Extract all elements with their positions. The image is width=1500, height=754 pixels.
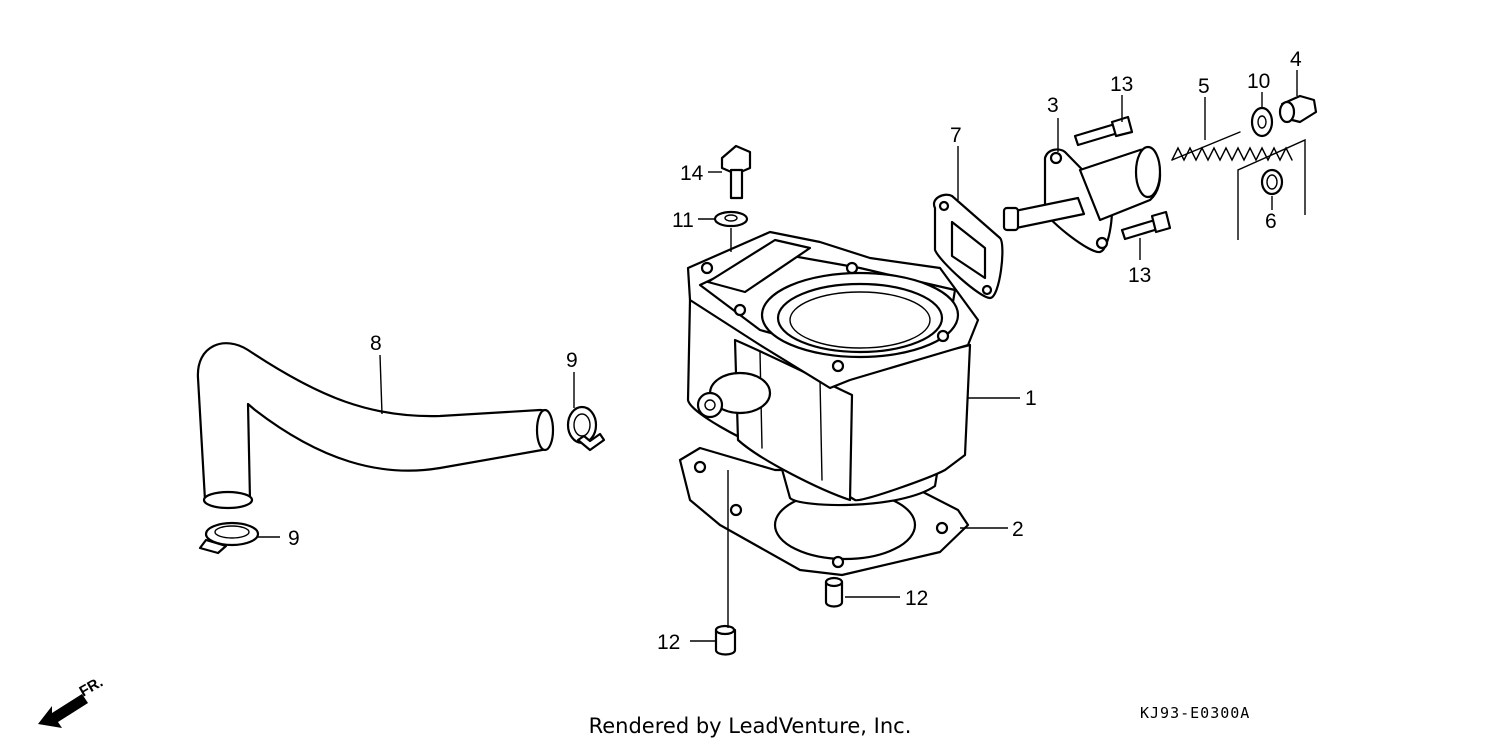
callout-9-upper: 9 [566,349,578,372]
callout-1: 1 [1025,387,1037,410]
callout-8: 8 [370,332,382,355]
bolt-washer[interactable] [713,210,749,228]
diagram-reference-code: KJ93-E0300A [1140,704,1251,722]
front-arrow-icon [38,694,88,728]
callout-10: 10 [1247,70,1270,93]
tensioner-bolt-upper[interactable] [1073,115,1134,147]
tensioner-cap-bolt[interactable] [1278,94,1318,124]
tensioner-spring[interactable] [1171,131,1293,162]
callout-13-upper: 13 [1110,73,1133,96]
leader-lines [258,70,1298,642]
callout-7: 7 [950,124,962,147]
callout-12-left: 12 [657,631,680,654]
cam-chain-tensioner[interactable] [1002,145,1162,254]
callout-4: 4 [1290,48,1302,71]
callout-labels: 1 2 3 4 5 6 7 8 9 9 10 11 12 12 13 13 14 [288,48,1302,654]
tensioner-gasket[interactable] [932,193,1004,300]
dowel-pin-left[interactable] [714,624,737,656]
cylinder-block[interactable] [686,230,980,507]
hose-clamp-lower[interactable] [198,521,260,555]
dowel-pin-right[interactable] [824,576,844,608]
callout-13-lower: 13 [1128,264,1151,287]
hose-clamp-upper[interactable] [566,405,606,452]
o-ring-group [1237,138,1306,240]
callout-5: 5 [1198,75,1210,98]
render-credit-caption: Rendered by LeadVenture, Inc. [588,714,912,738]
callout-11: 11 [672,209,694,232]
callout-12-right: 12 [905,587,928,610]
cylinder-bolt[interactable] [720,144,752,200]
o-ring[interactable] [1260,168,1284,196]
tensioner-bolt-lower[interactable] [1120,210,1172,241]
sealing-washer[interactable] [1250,106,1274,138]
callout-2: 2 [1012,518,1024,541]
hose-part-8[interactable] [196,342,555,510]
callout-9-lower: 9 [288,527,300,550]
callout-14: 14 [680,162,704,185]
callout-6: 6 [1265,210,1277,233]
callout-3: 3 [1047,94,1059,117]
